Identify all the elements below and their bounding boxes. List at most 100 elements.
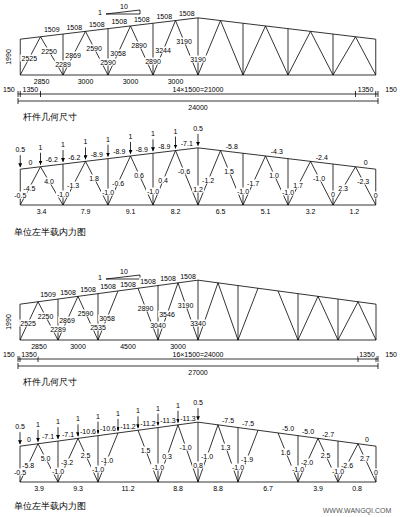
force-value: 2.5 <box>320 451 332 458</box>
web-member <box>58 296 78 340</box>
member-length: 1508 <box>155 12 173 19</box>
span-dimension: 24000 <box>187 104 208 111</box>
force-value: 5.1 <box>260 208 272 215</box>
force-value: -1.0 <box>146 187 160 194</box>
web-member <box>86 161 109 205</box>
force-value: 8.8 <box>172 485 184 492</box>
force-value: -7.1 <box>180 140 194 147</box>
force-value: 5.0 <box>40 455 52 462</box>
dimension-tick <box>40 91 41 97</box>
figure-caption: 杆件几何尺寸 <box>22 378 78 387</box>
member-length: 1508 <box>119 280 137 287</box>
web-member <box>108 26 131 75</box>
panel-dimension: 2850 <box>30 343 48 350</box>
load-arrow <box>130 142 131 154</box>
force-value: -1.0 <box>51 467 65 474</box>
web-member <box>311 161 334 205</box>
web-member <box>278 291 298 340</box>
load-arrow <box>108 145 109 157</box>
span-dimension: 27000 <box>187 369 208 376</box>
web-member <box>298 436 299 482</box>
slope-ratio: 10 <box>119 3 129 10</box>
dimension: 1350 <box>357 86 375 93</box>
web-member <box>238 286 239 340</box>
web-member <box>41 167 64 205</box>
member-length: 2590 <box>77 309 95 316</box>
force-value: -2.7 <box>321 430 335 437</box>
force-value: 0.4 <box>157 177 169 184</box>
member-length: 2250 <box>40 48 58 55</box>
load-value: 1 <box>155 404 161 411</box>
web-member <box>138 288 158 340</box>
slope-ratio: 1 <box>97 274 103 281</box>
member-length: 1509 <box>43 26 61 33</box>
force-value: 3.9 <box>33 485 45 492</box>
load-value: 1 <box>175 401 181 408</box>
member-length: 3340 <box>189 320 207 327</box>
dimension-tick <box>18 98 19 104</box>
load-arrow <box>198 134 199 146</box>
member-length: 1508 <box>110 18 128 25</box>
web-member <box>176 21 199 75</box>
load-arrow <box>63 150 64 162</box>
dimension: 1350 <box>20 351 38 358</box>
web-member <box>158 428 159 482</box>
force-value: -1.0 <box>151 463 165 470</box>
slope-ratio: 1 <box>97 9 103 16</box>
force-value: -1.0 <box>312 174 326 181</box>
load-value: 1 <box>128 132 134 139</box>
load-value: 0.5 <box>14 423 26 430</box>
force-value: -10.6 <box>79 428 97 435</box>
member-length: 1508 <box>65 23 83 30</box>
web-member <box>333 37 356 75</box>
member-length: 2250 <box>37 313 55 320</box>
load-value: 1 <box>55 418 61 425</box>
load-arrow <box>198 408 199 420</box>
web-member <box>138 430 158 482</box>
web-member <box>63 161 86 205</box>
force-value: -1.0 <box>236 187 250 194</box>
web-member <box>318 438 338 482</box>
member-length: 1508 <box>178 10 196 17</box>
force-value: -10.6 <box>99 425 117 432</box>
force-value: -1.9 <box>240 455 254 462</box>
force-value: 3.9 <box>312 485 324 492</box>
web-member <box>20 302 38 340</box>
web-member <box>358 444 376 482</box>
force-value: -4.3 <box>270 148 284 155</box>
web-member <box>198 148 199 205</box>
web-member <box>178 425 198 482</box>
force-value: -11.3 <box>159 417 176 424</box>
member-length: 3058 <box>98 314 116 321</box>
member-length: 1508 <box>59 288 77 295</box>
force-value: 0.8 <box>192 462 204 469</box>
web-member <box>298 438 318 482</box>
force-value: -2.0 <box>300 459 314 466</box>
web-member <box>338 299 339 340</box>
member-length: 1508 <box>179 272 197 279</box>
member-length: 3058 <box>109 49 127 56</box>
load-value: 0.5 <box>192 124 204 131</box>
web-member <box>198 422 199 482</box>
web-member <box>376 304 377 340</box>
force-value: -1.7 <box>246 179 260 186</box>
web-member <box>266 26 289 75</box>
panel-dimension: 3000 <box>122 78 140 85</box>
web-member <box>131 26 154 75</box>
web-member <box>176 151 199 205</box>
force-value: -1.0 <box>56 190 70 197</box>
dimension-line <box>18 94 378 95</box>
force-value: 0 <box>26 435 32 442</box>
load-arrow <box>20 432 21 444</box>
web-member <box>38 444 58 482</box>
force-value: -1.0 <box>101 189 115 196</box>
web-member <box>243 26 266 75</box>
web-member <box>20 167 40 205</box>
truss <box>18 18 378 104</box>
member-length: 1509 <box>39 291 57 298</box>
load-arrow <box>58 427 59 439</box>
force-value: 0 <box>373 468 379 475</box>
force-value: 0.6 <box>133 171 145 178</box>
member-length: 2869 <box>64 52 82 59</box>
dimension-tick <box>378 356 379 362</box>
